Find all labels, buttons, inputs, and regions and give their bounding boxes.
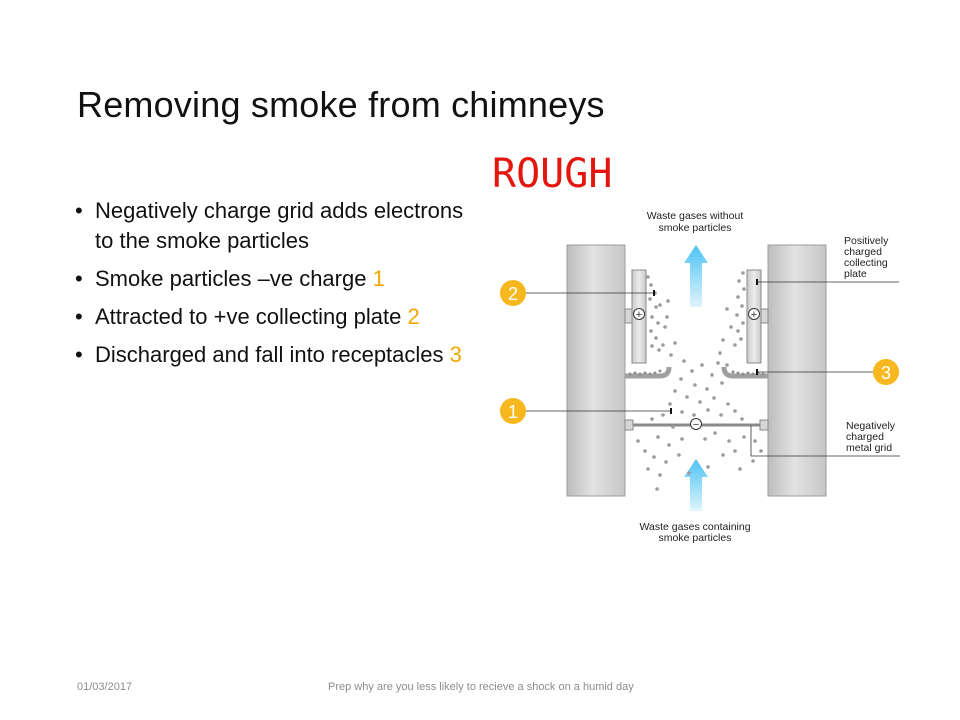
marker-1-icon: [500, 398, 526, 424]
bottom-label-line-2: smoke particles: [659, 532, 732, 544]
bullet-item: Discharged and fall into receptacles 3: [75, 340, 470, 370]
minus-sign: −: [693, 419, 699, 431]
bullet-text: Smoke particles –ve charge: [95, 266, 373, 291]
marker-2-label: 2: [508, 284, 518, 304]
bullet-list: Negatively charge grid adds electrons to…: [75, 196, 470, 378]
bullet-number: 3: [449, 342, 462, 367]
chimney-wall-left: [566, 244, 626, 497]
bullet-text: Discharged and fall into receptacles: [95, 342, 450, 367]
arrow-up-icon: [684, 245, 708, 307]
footer-note: Prep why are you less likely to recieve …: [328, 681, 634, 693]
plus-sign-left: +: [636, 309, 642, 321]
grid-mount-right: [759, 419, 769, 431]
arrow-up-icon: [684, 459, 708, 511]
plate-label-line-2: charged: [844, 246, 882, 258]
marker-1-label: 1: [508, 402, 518, 422]
minus-icon: [690, 418, 702, 430]
bullet-text: Attracted to +ve collecting plate: [95, 304, 408, 329]
bullet-number: 1: [372, 266, 385, 291]
marker-2-icon: [500, 280, 526, 306]
plate-label-line-3: collecting: [844, 257, 888, 269]
top-label-line-2: smoke particles: [659, 222, 732, 234]
bullet-text: Negatively charge grid adds electrons to…: [95, 198, 464, 253]
precipitator-diagram: + + −: [500, 210, 900, 544]
bullet-item: Attracted to +ve collecting plate 2: [75, 302, 470, 332]
plus-icon: [633, 308, 645, 320]
grid-label-line-1: Negatively: [846, 420, 896, 432]
top-label-line-1: Waste gases without: [647, 210, 744, 222]
receptacle-left: [625, 366, 672, 379]
leader-lines: [524, 281, 900, 457]
rough-stamp: ROUGH: [492, 151, 613, 197]
bullet-item: Negatively charge grid adds electrons to…: [75, 196, 470, 256]
slide-title: Removing smoke from chimneys: [77, 84, 605, 125]
plus-icon: [748, 308, 760, 320]
bullet-number: 2: [407, 304, 420, 329]
plate-bracket-right: [760, 308, 769, 324]
bottom-label-line-1: Waste gases containing: [639, 521, 750, 533]
receptacle-right: [721, 366, 768, 379]
footer-date: 01/03/2017: [77, 681, 133, 693]
grid-label-line-2: charged: [846, 431, 884, 443]
chimney-wall-right: [767, 244, 827, 497]
plus-sign-right: +: [751, 309, 757, 321]
collected-dust-left: [628, 369, 662, 376]
bullet-item: Smoke particles –ve charge 1: [75, 264, 470, 294]
grid-label-line-3: metal grid: [846, 442, 892, 454]
plate-label-line-1: Positively: [844, 235, 889, 247]
grid-mount-left: [624, 419, 634, 431]
smoke-particles: [636, 271, 763, 491]
marker-3-icon: [873, 359, 899, 385]
marker-3-label: 3: [881, 363, 891, 383]
plate-bracket-left: [624, 308, 633, 324]
leader-ticks: [653, 279, 758, 414]
plate-label-line-4: plate: [844, 268, 867, 280]
